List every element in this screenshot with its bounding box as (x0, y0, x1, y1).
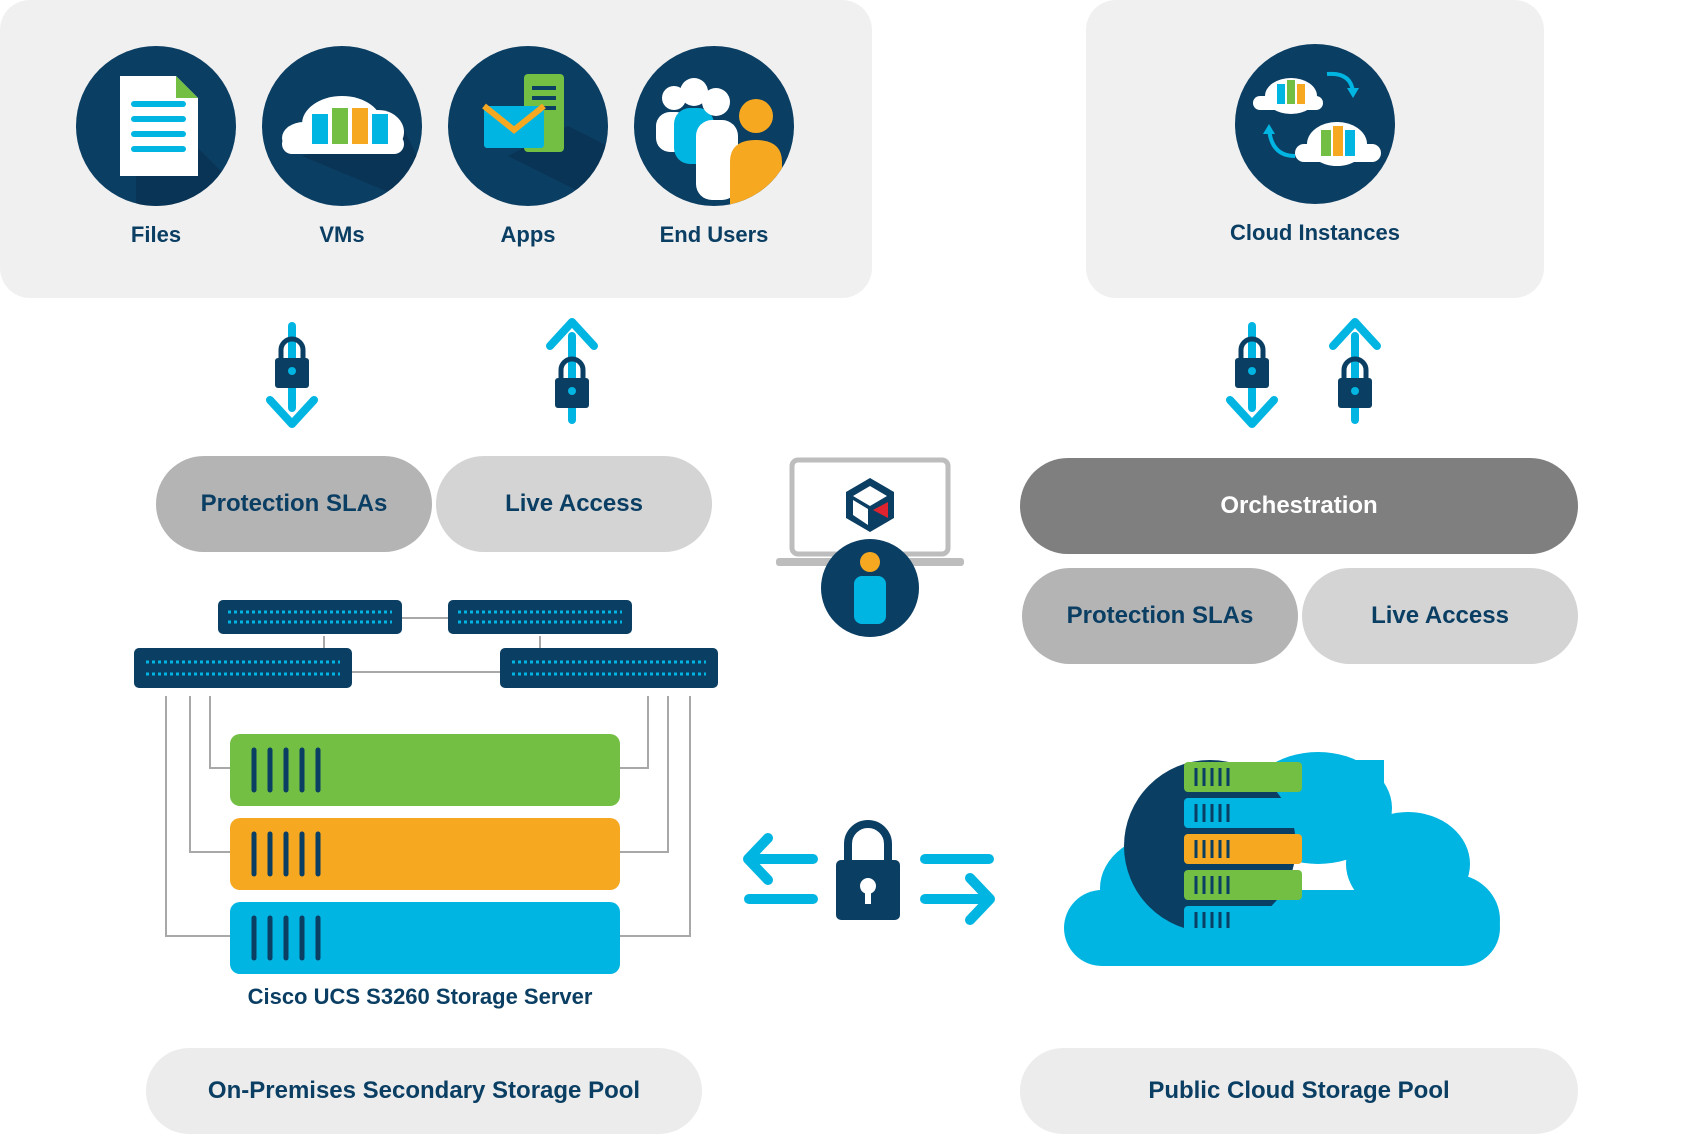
secure-download-arrow-icon (266, 322, 318, 428)
cloud-protection-slas-pill: Protection SLAs (1022, 568, 1298, 664)
end-users-item: End Users (634, 46, 794, 248)
cloud-secure-download-arrow-icon (1226, 322, 1278, 428)
cloud-live-access-pill: Live Access (1302, 568, 1578, 664)
public-cloud-storage-icon (1064, 752, 1500, 966)
public-cloud-storage-pool-pill: Public Cloud Storage Pool (1020, 1048, 1578, 1134)
cloud-instances-label: Cloud Instances (1230, 220, 1400, 245)
users-icon (634, 46, 794, 206)
storage-server-label: Cisco UCS S3260 Storage Server (247, 984, 593, 1009)
files-item: Files (76, 46, 236, 248)
onprem-protection-slas-pill: Protection SLAs (156, 456, 432, 552)
cloud-secure-upload-arrow-icon (1329, 318, 1381, 424)
server-unit-green (230, 734, 620, 806)
onprem-storage-pool-pill: On-Premises Secondary Storage Pool (146, 1048, 702, 1134)
document-icon (76, 46, 236, 206)
network-switch (218, 600, 402, 634)
vms-label: VMs (319, 222, 365, 247)
secure-replication-icon (743, 820, 995, 925)
apps-label: Apps (500, 222, 556, 247)
server-unit-cyan (230, 902, 620, 974)
orchestration-pill: Orchestration (1020, 458, 1578, 554)
apps-item: Apps (448, 46, 608, 248)
files-label: Files (130, 222, 182, 247)
vms-item: VMs (262, 46, 422, 248)
cloud-sync-icon (1235, 44, 1395, 204)
server-unit-orange (230, 818, 620, 890)
storage-network-diagram (134, 600, 718, 974)
vm-cloud-icon (262, 46, 422, 206)
onprem-live-access-pill: Live Access (436, 456, 712, 552)
secure-upload-arrow-icon (546, 318, 598, 424)
apps-icon (448, 46, 608, 206)
end-users-label: End Users (659, 222, 769, 247)
cloud-instances-item: Cloud Instances (1230, 44, 1400, 246)
management-console-icon (776, 457, 964, 637)
